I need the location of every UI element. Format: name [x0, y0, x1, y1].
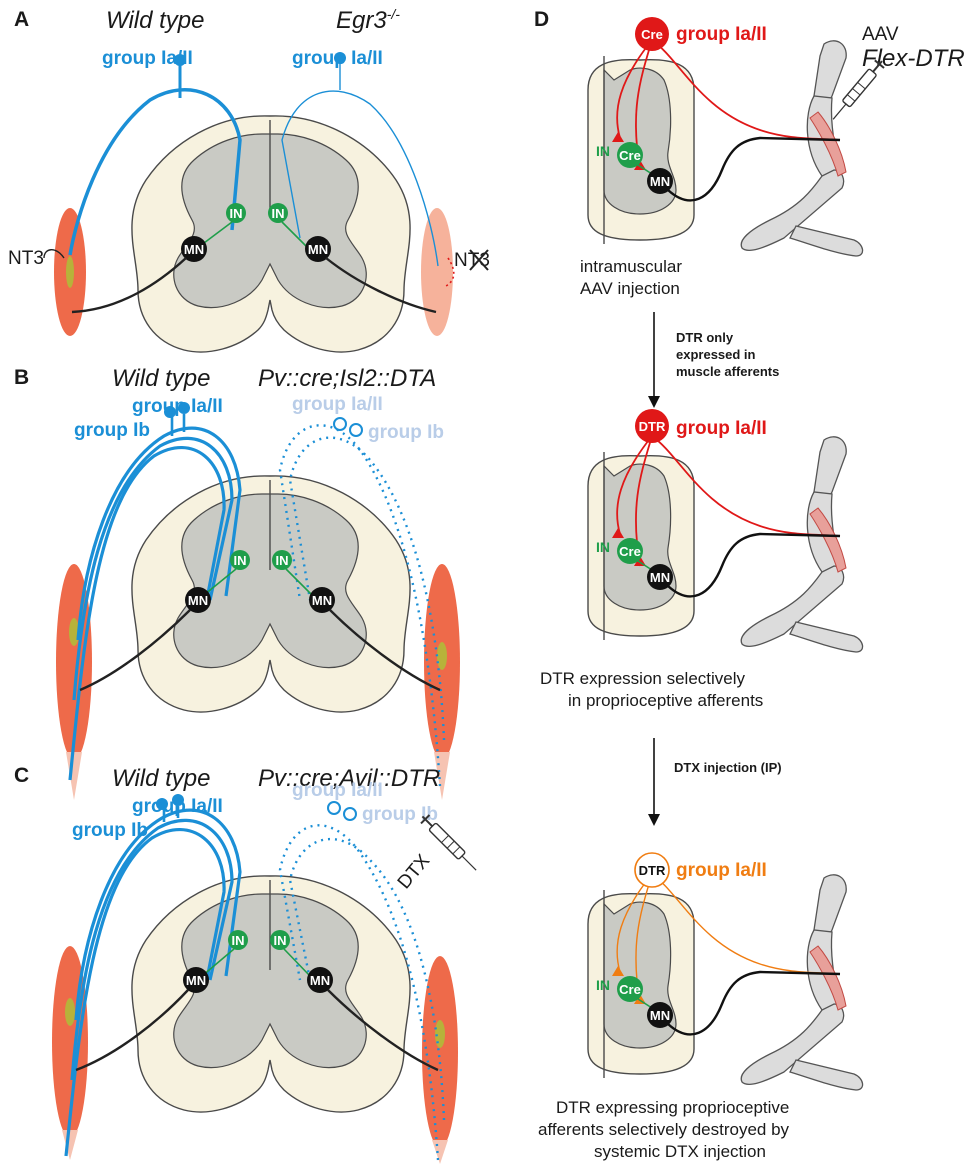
label-group-ia-left-b: group Ia/II [132, 396, 223, 417]
label-aav: AAV [862, 24, 899, 45]
label-group-ia-d3: group Ia/II [676, 860, 767, 881]
genotype-pv-cre-isl2-dta: Pv::cre;Isl2::DTA [258, 365, 436, 392]
label-group-ia-left-a: group Ia/II [102, 48, 193, 69]
panel-label-a: A [14, 8, 29, 31]
label-group-ia-left-c: group Ia/II [132, 796, 223, 817]
svg-text:Cre: Cre [641, 27, 663, 42]
svg-text:MN: MN [650, 570, 670, 585]
svg-text:MN: MN [186, 973, 206, 988]
stage-3: DTR group Ia/II Cre IN MN [588, 853, 863, 1090]
leg-d1 [741, 41, 862, 256]
arrow-2-label: DTX injection (IP) [674, 760, 782, 775]
svg-text:IN: IN [276, 553, 289, 568]
panel-a: A Wild type Egr3-/- group Ia/II group Ia… [8, 6, 490, 352]
svg-text:MN: MN [650, 174, 670, 189]
panel-c: C Wild type Pv::cre;Avil::DTR group Ia/I… [14, 764, 480, 1164]
label-group-ia-d2: group Ia/II [676, 418, 767, 439]
svg-text:Cre: Cre [619, 148, 641, 163]
svg-text:MN: MN [312, 593, 332, 608]
svg-text:IN: IN [232, 933, 245, 948]
svg-text:MN: MN [188, 593, 208, 608]
label-nt3-left: NT3 [8, 248, 44, 269]
label-dtx-c: DTX [394, 850, 435, 893]
svg-text:Cre: Cre [619, 982, 641, 997]
panel-label-b: B [14, 366, 29, 389]
genotype-wild-type-a: Wild type [106, 7, 204, 34]
spinal-cord-a [132, 116, 410, 352]
spinal-cord-c [132, 876, 410, 1112]
leg-d2 [741, 437, 862, 652]
label-group-ib-left-c: group Ib [72, 820, 148, 841]
spindle-left-a [66, 256, 74, 288]
svg-text:MN: MN [308, 242, 328, 257]
label-group-ia-right-c: group Ia/II [292, 780, 383, 801]
label-group-ia-right-a: group Ia/II [292, 48, 383, 69]
panel-label-c: C [14, 764, 29, 787]
svg-text:IN: IN [234, 553, 247, 568]
leg-d3 [741, 875, 862, 1090]
svg-text:Cre: Cre [619, 544, 641, 559]
svg-text:IN: IN [596, 977, 610, 993]
svg-text:DTR: DTR [639, 419, 666, 434]
svg-text:DTR: DTR [639, 863, 666, 878]
label-group-ib-right-b: group Ib [368, 422, 444, 443]
muscle-right-a [421, 208, 453, 336]
svg-text:IN: IN [272, 206, 285, 221]
svg-text:MN: MN [310, 973, 330, 988]
svg-text:MN: MN [650, 1008, 670, 1023]
svg-text:IN: IN [596, 539, 610, 555]
muscle-right-c [422, 956, 458, 1148]
stage-2: DTR group Ia/II Cre IN MN [588, 409, 863, 652]
genotype-egr3: Egr3-/- [336, 6, 400, 34]
label-group-ia-right-b: group Ia/II [292, 394, 383, 415]
stage-1: Cre group Ia/II Cre IN MN [588, 17, 887, 256]
svg-text:IN: IN [274, 933, 287, 948]
panel-b: B Wild type Pv::cre;Isl2::DTA group Ia/I… [14, 365, 460, 800]
genotype-wild-type-b: Wild type [112, 365, 210, 392]
panel-label-d: D [534, 8, 549, 31]
svg-text:IN: IN [230, 206, 243, 221]
label-group-ib-left-b: group Ib [74, 420, 150, 441]
label-group-ia-d1: group Ia/II [676, 24, 767, 45]
panel-d: D AAV Flex-DTR Cre group Ia/II Cre IN MN… [534, 8, 965, 1161]
genotype-wild-type-c: Wild type [112, 765, 210, 792]
svg-text:IN: IN [596, 143, 610, 159]
svg-text:MN: MN [184, 242, 204, 257]
spinal-cord-b [132, 476, 410, 712]
